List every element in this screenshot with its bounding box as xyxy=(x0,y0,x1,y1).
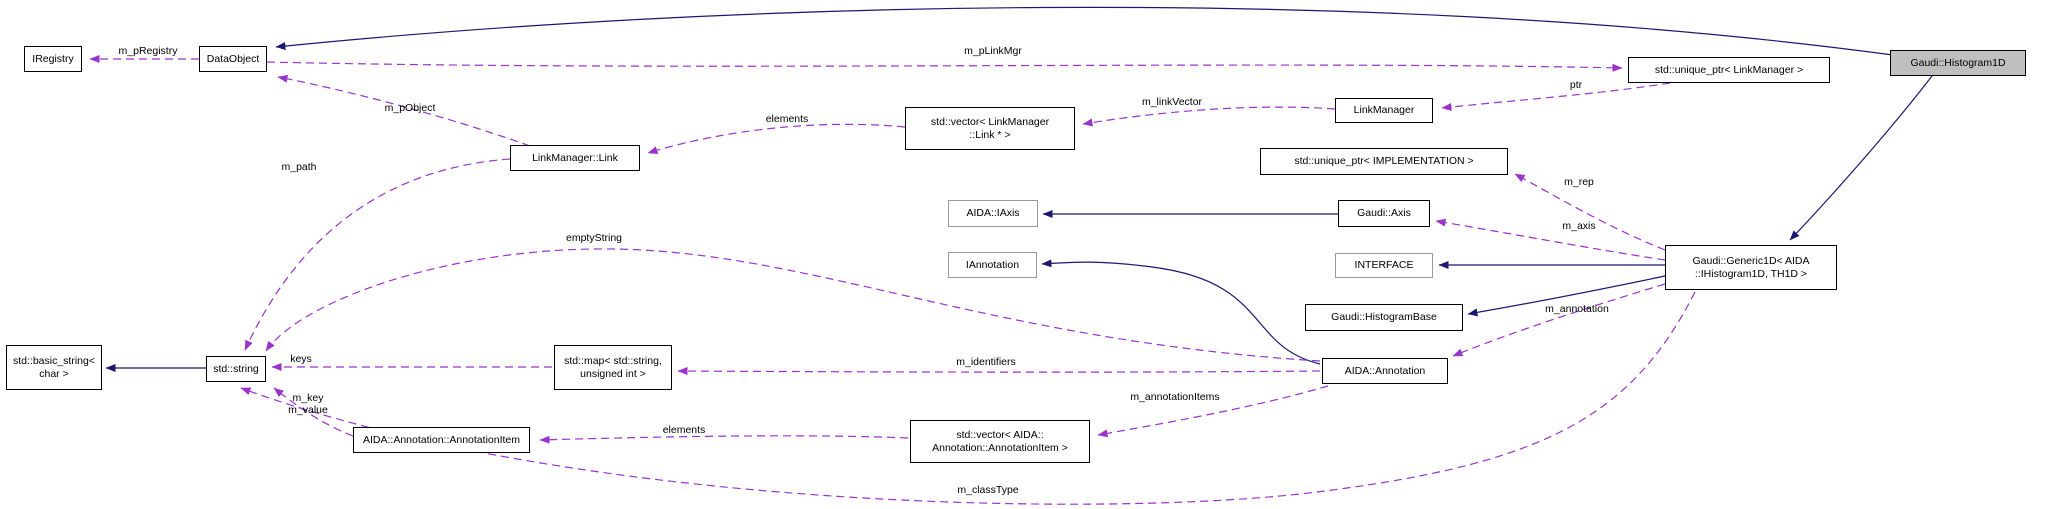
edge-usage-m-classtype xyxy=(240,291,1696,505)
edge-label-m-classtype: m_classType xyxy=(957,484,1019,496)
edge-label-emptystring: emptyString xyxy=(565,232,623,244)
edge-usage-elements-top xyxy=(647,123,906,154)
edge-label-elements-bottom: elements xyxy=(662,424,706,436)
node-std-map[interactable]: std::map< std::string, unsigned int > xyxy=(554,345,672,390)
node-iannotation[interactable]: IAnnotation xyxy=(948,252,1037,278)
edge-usage-emptystring xyxy=(265,248,1321,362)
edge-label-m-linkvector: m_linkVector xyxy=(1141,96,1203,108)
node-dataobject[interactable]: DataObject xyxy=(199,46,267,72)
edge-label-m-path: m_path xyxy=(281,161,317,173)
edge-usage-m-key-m-value xyxy=(273,387,354,437)
edge-usage-m-linkvector xyxy=(1082,106,1336,127)
edge-label-m-axis: m_axis xyxy=(1562,220,1596,232)
edge-inherit-histogram1d-generic1d xyxy=(1789,75,1933,241)
node-vector-linkmanager-link[interactable]: std::vector< LinkManager ::Link * > xyxy=(905,107,1075,150)
edge-label-m-annotationitems: m_annotationItems xyxy=(1130,391,1220,403)
edge-label-elements-top: elements xyxy=(765,113,809,125)
node-aida-annotation-annotationitem[interactable]: AIDA::Annotation::AnnotationItem xyxy=(353,427,530,453)
edge-label-m-pregistry: m_pRegistry xyxy=(118,45,178,57)
node-gaudi-histogrambase[interactable]: Gaudi::HistogramBase xyxy=(1305,304,1463,331)
edge-usage-ptr xyxy=(1441,82,1671,111)
node-vector-annotationitem[interactable]: std::vector< AIDA:: Annotation::Annotati… xyxy=(910,420,1090,463)
edge-label-keys: keys xyxy=(290,353,312,365)
edge-label-m-rep: m_rep xyxy=(1564,176,1594,188)
node-linkmanager-link[interactable]: LinkManager::Link xyxy=(510,145,640,171)
node-unique-ptr-implementation[interactable]: std::unique_ptr< IMPLEMENTATION > xyxy=(1260,148,1508,175)
edge-usage-m-identifiers xyxy=(677,367,1321,376)
edge-label-m-plinkmgr: m_pLinkMgr xyxy=(964,45,1022,57)
edge-usage-m-annotationitems xyxy=(1097,385,1329,438)
edge-usage-m-path xyxy=(244,158,511,351)
edge-usage-elements-bottom xyxy=(539,435,909,444)
edge-usage-m-plinkmgr xyxy=(266,61,1623,72)
edge-usage-m-annotation xyxy=(1452,283,1666,357)
edge-usage-m-rep xyxy=(1514,173,1666,251)
edge-inherit-generic1d-histogrambase xyxy=(1467,275,1666,317)
edge-label-m-pobject: m_pObject xyxy=(384,102,436,114)
node-iregistry[interactable]: IRegistry xyxy=(24,46,82,72)
node-std-basic-string[interactable]: std::basic_string< char > xyxy=(6,345,102,390)
edge-label-m-identifiers: m_identifiers xyxy=(956,356,1016,368)
edge-inherit-histogram1d-dataobject xyxy=(275,6,1894,56)
node-aida-annotation[interactable]: AIDA::Annotation xyxy=(1322,358,1448,384)
node-linkmanager[interactable]: LinkManager xyxy=(1335,98,1433,123)
edge-label-m-annotation: m_annotation xyxy=(1545,303,1609,315)
node-interface[interactable]: INTERFACE xyxy=(1335,253,1433,278)
node-unique-ptr-linkmanager[interactable]: std::unique_ptr< LinkManager > xyxy=(1628,57,1830,83)
node-gaudi-axis[interactable]: Gaudi::Axis xyxy=(1338,200,1430,227)
edge-label-ptr: ptr xyxy=(1569,79,1583,91)
edge-usage-m-axis xyxy=(1435,218,1666,261)
node-std-string[interactable]: std::string xyxy=(206,356,266,382)
node-gaudi-generic1d[interactable]: Gaudi::Generic1D< AIDA ::IHistogram1D, T… xyxy=(1665,245,1837,290)
edge-label-m-key-m-value: m_key m_value xyxy=(288,392,328,416)
node-aida-iaxis[interactable]: AIDA::IAxis xyxy=(948,200,1038,227)
node-gaudi-histogram1d[interactable]: Gaudi::Histogram1D xyxy=(1890,50,2026,76)
edge-inherit-annotation-iannotation xyxy=(1041,259,1321,365)
